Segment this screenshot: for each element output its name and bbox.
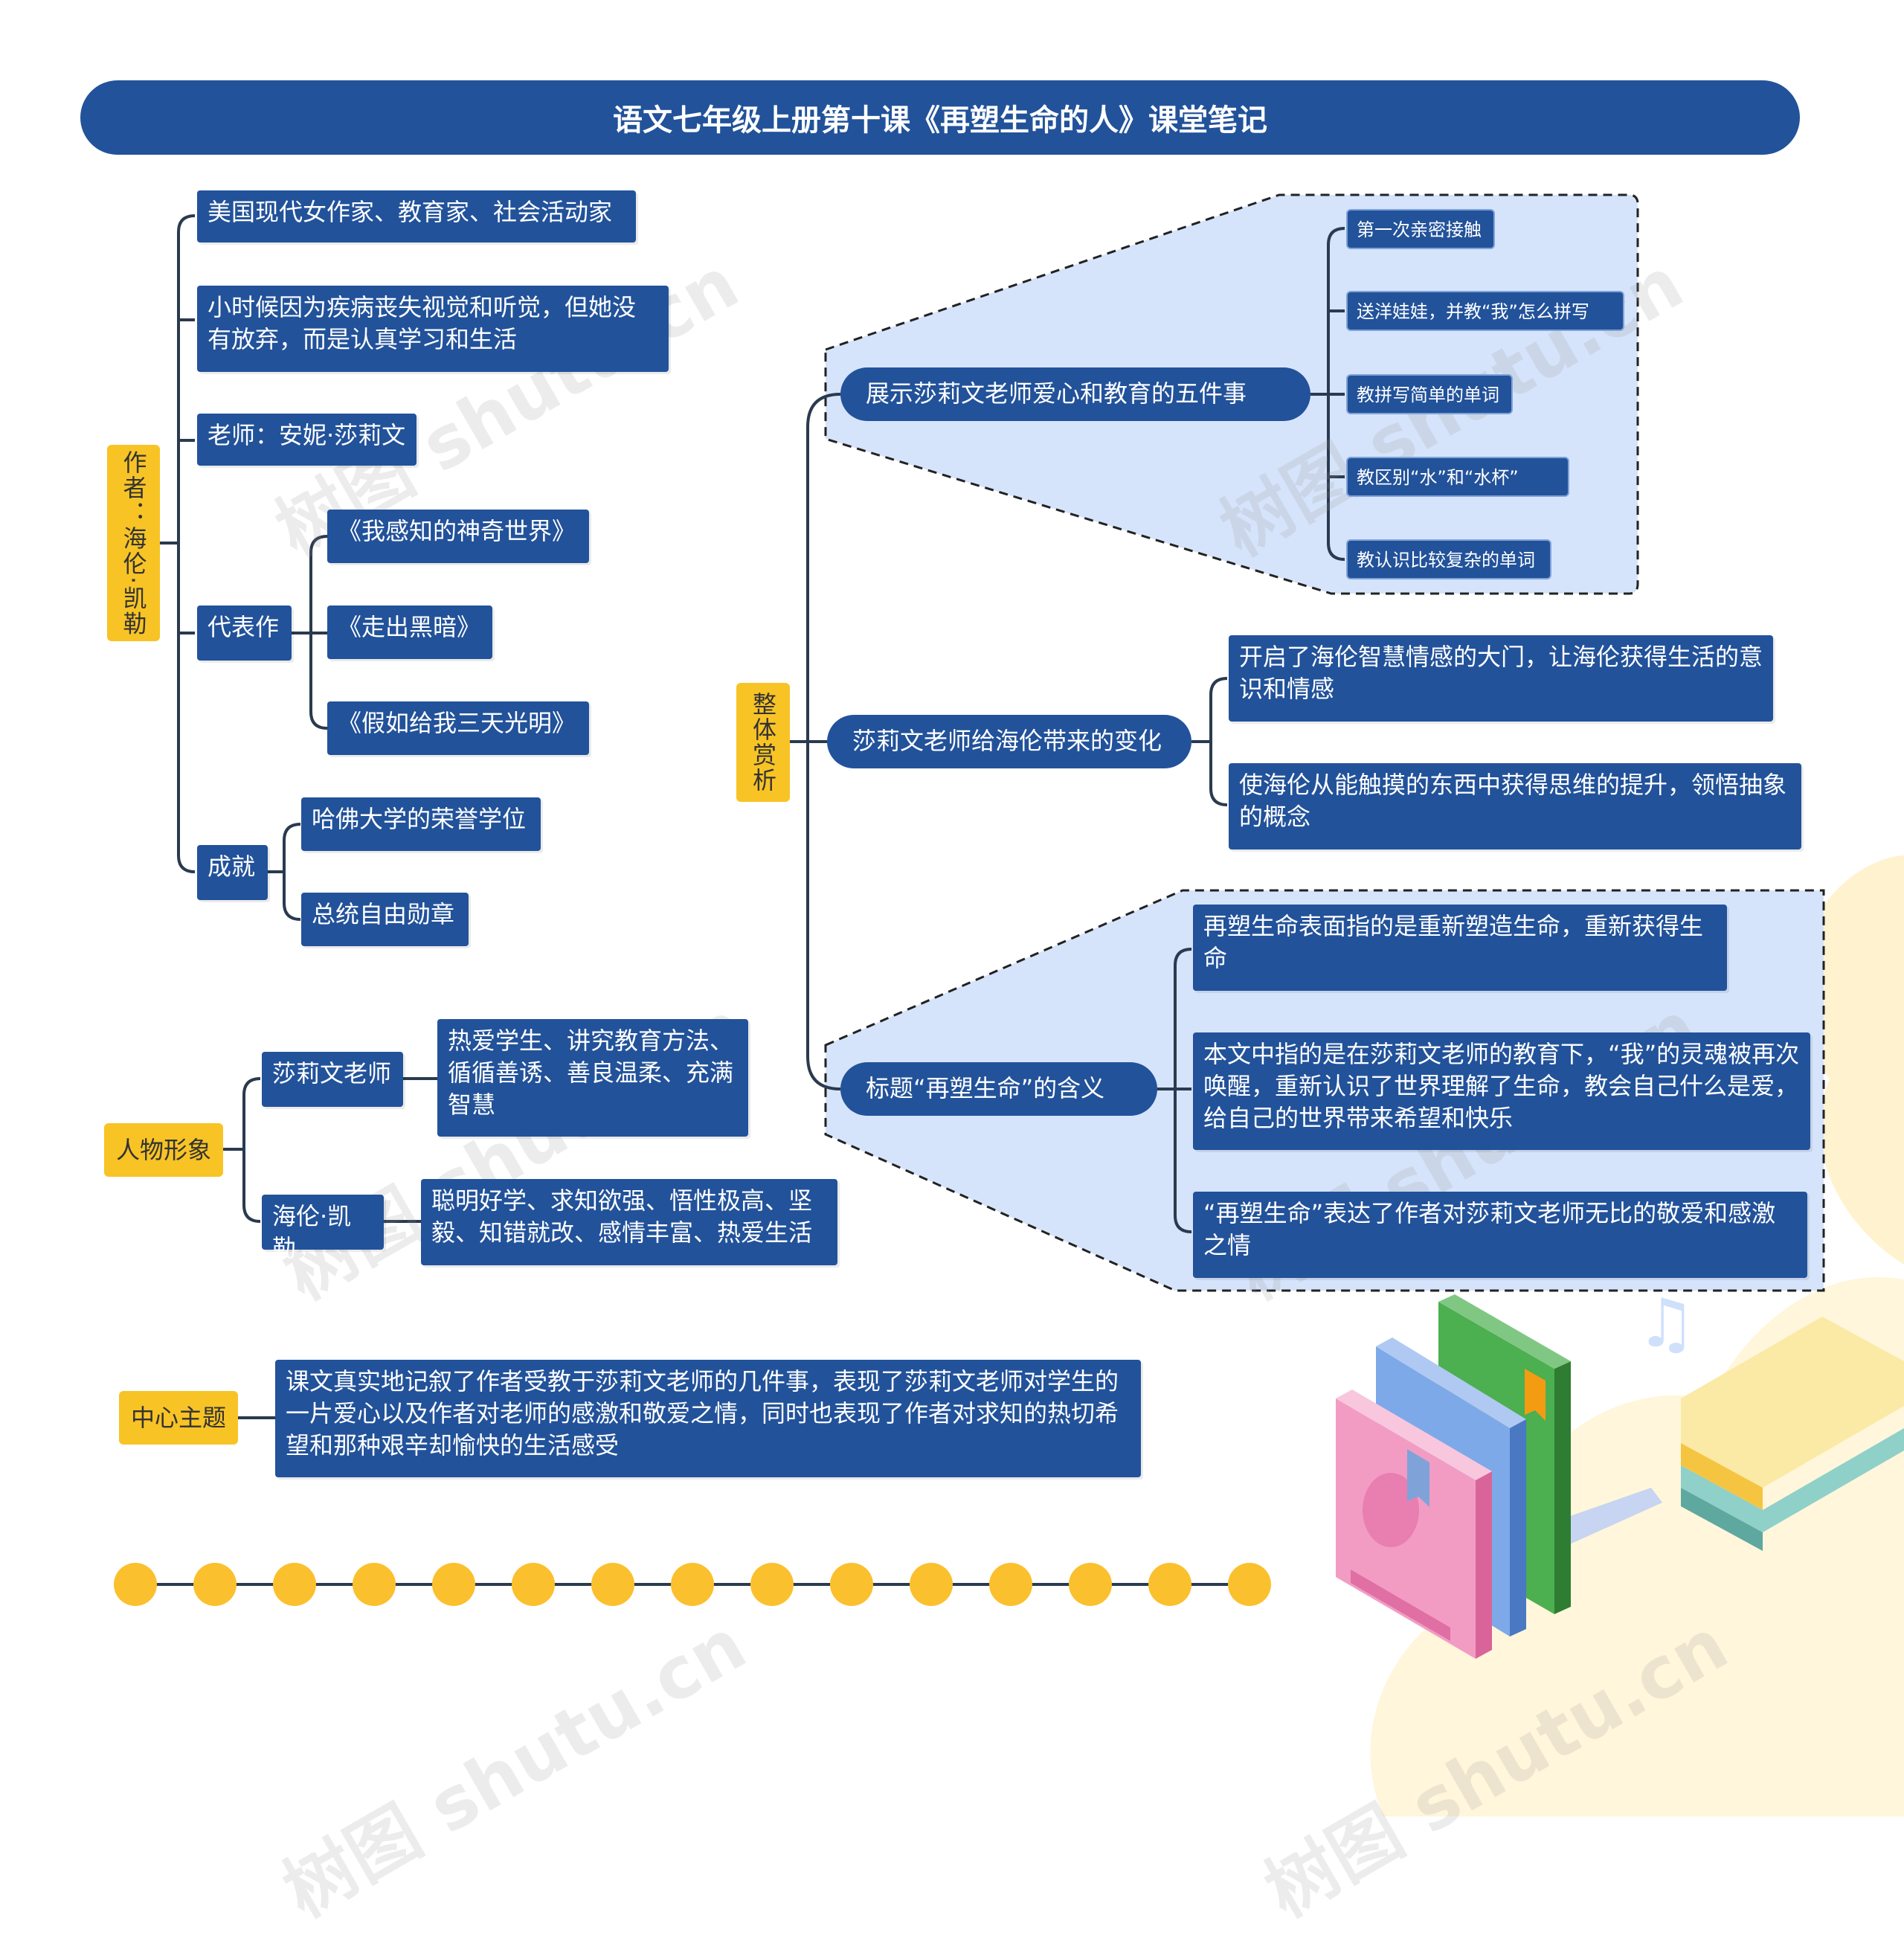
dot-timeline — [114, 1563, 1271, 1606]
books-illustration: ♫ ♪ — [1336, 1287, 1904, 1659]
analysis-root[interactable]: 整体赏析 — [736, 683, 790, 802]
page-title: 语文七年级上册第十课《再塑生命的人》课堂笔记 — [80, 80, 1800, 155]
author-root-label: 作者：海伦·凯勒 — [119, 449, 148, 637]
work-item[interactable]: 《假如给我三天光明》 — [327, 701, 589, 755]
timeline-dot — [591, 1563, 634, 1606]
music-note-icon: ♪ — [1703, 1287, 1731, 1291]
achievement-item[interactable]: 哈佛大学的荣誉学位 — [301, 797, 541, 851]
event-item[interactable]: 第一次亲密接触 — [1346, 209, 1495, 249]
author-item-teacher[interactable]: 老师：安妮·莎莉文 — [197, 414, 416, 466]
timeline-dot — [273, 1563, 316, 1606]
timeline-dot — [671, 1563, 714, 1606]
work-item[interactable]: 《我感知的神奇世界》 — [327, 510, 589, 563]
timeline-dot — [432, 1563, 475, 1606]
author-root[interactable]: 作者：海伦·凯勒 — [107, 445, 160, 641]
achievements-node[interactable]: 成就 — [197, 845, 268, 900]
event-item[interactable]: 教认识比较复杂的单词 — [1346, 539, 1551, 579]
timeline-dot — [1228, 1563, 1271, 1606]
event-item[interactable]: 教区别“水”和“水杯” — [1346, 457, 1569, 497]
keller-node[interactable]: 海伦·凯勒 — [262, 1195, 384, 1262]
timeline-dot — [750, 1563, 794, 1606]
work-item[interactable]: 《走出黑暗》 — [327, 605, 492, 659]
change-item[interactable]: 使海伦从能触摸的东西中获得思维的提升，领悟抽象的概念 — [1229, 763, 1801, 849]
theme-desc[interactable]: 课文真实地记叙了作者受教于莎莉文老师的几件事，表现了莎莉文老师对学生的一片爱心以… — [275, 1360, 1141, 1477]
timeline-dot — [1069, 1563, 1112, 1606]
keller-desc[interactable]: 聪明好学、求知欲强、悟性极高、坚毅、知错就改、感情丰富、热爱生活 — [421, 1179, 837, 1265]
timeline-dot — [830, 1563, 873, 1606]
timeline-dot — [353, 1563, 396, 1606]
timeline-dot — [910, 1563, 953, 1606]
meaning-node[interactable]: 标题“再塑生命”的含义 — [840, 1062, 1157, 1116]
achievement-item[interactable]: 总统自由勋章 — [301, 893, 469, 946]
meaning-item[interactable]: 本文中指的是在莎莉文老师的教育下，“我”的灵魂被再次唤醒，重新认识了世界理解了生… — [1193, 1032, 1810, 1150]
characters-root[interactable]: 人物形象 — [104, 1123, 223, 1177]
theme-root[interactable]: 中心主题 — [119, 1391, 238, 1445]
timeline-dot — [193, 1563, 237, 1606]
sullivan-node[interactable]: 莎莉文老师 — [262, 1052, 403, 1107]
author-item-identity[interactable]: 美国现代女作家、教育家、社会活动家 — [197, 190, 636, 242]
sullivan-desc[interactable]: 热爱学生、讲究教育方法、循循善诱、善良温柔、充满智慧 — [437, 1019, 748, 1137]
changes-node[interactable]: 莎莉文老师给海伦带来的变化 — [827, 715, 1191, 768]
meaning-item[interactable]: 再塑生命表面指的是重新塑造生命，重新获得生命 — [1193, 905, 1727, 991]
five-events-node[interactable]: 展示莎莉文老师爱心和教育的五件事 — [840, 367, 1310, 421]
timeline-dot — [512, 1563, 555, 1606]
timeline-dot — [989, 1563, 1032, 1606]
works-node[interactable]: 代表作 — [197, 605, 292, 661]
timeline-dot — [1148, 1563, 1191, 1606]
meaning-item[interactable]: “再塑生命”表达了作者对莎莉文老师无比的敬爱和感激之情 — [1193, 1192, 1807, 1278]
timeline-dot — [114, 1563, 157, 1606]
music-note-icon: ♫ — [1636, 1287, 1696, 1363]
event-item[interactable]: 教拼写简单的单词 — [1346, 374, 1513, 414]
author-item-biography[interactable]: 小时候因为疾病丧失视觉和听觉，但她没有放弃，而是认真学习和生活 — [197, 286, 669, 372]
analysis-root-label: 整体赏析 — [749, 692, 777, 793]
change-item[interactable]: 开启了海伦智慧情感的大门，让海伦获得生活的意识和情感 — [1229, 635, 1773, 722]
event-item[interactable]: 送洋娃娃，并教“我”怎么拼写 — [1346, 291, 1624, 331]
